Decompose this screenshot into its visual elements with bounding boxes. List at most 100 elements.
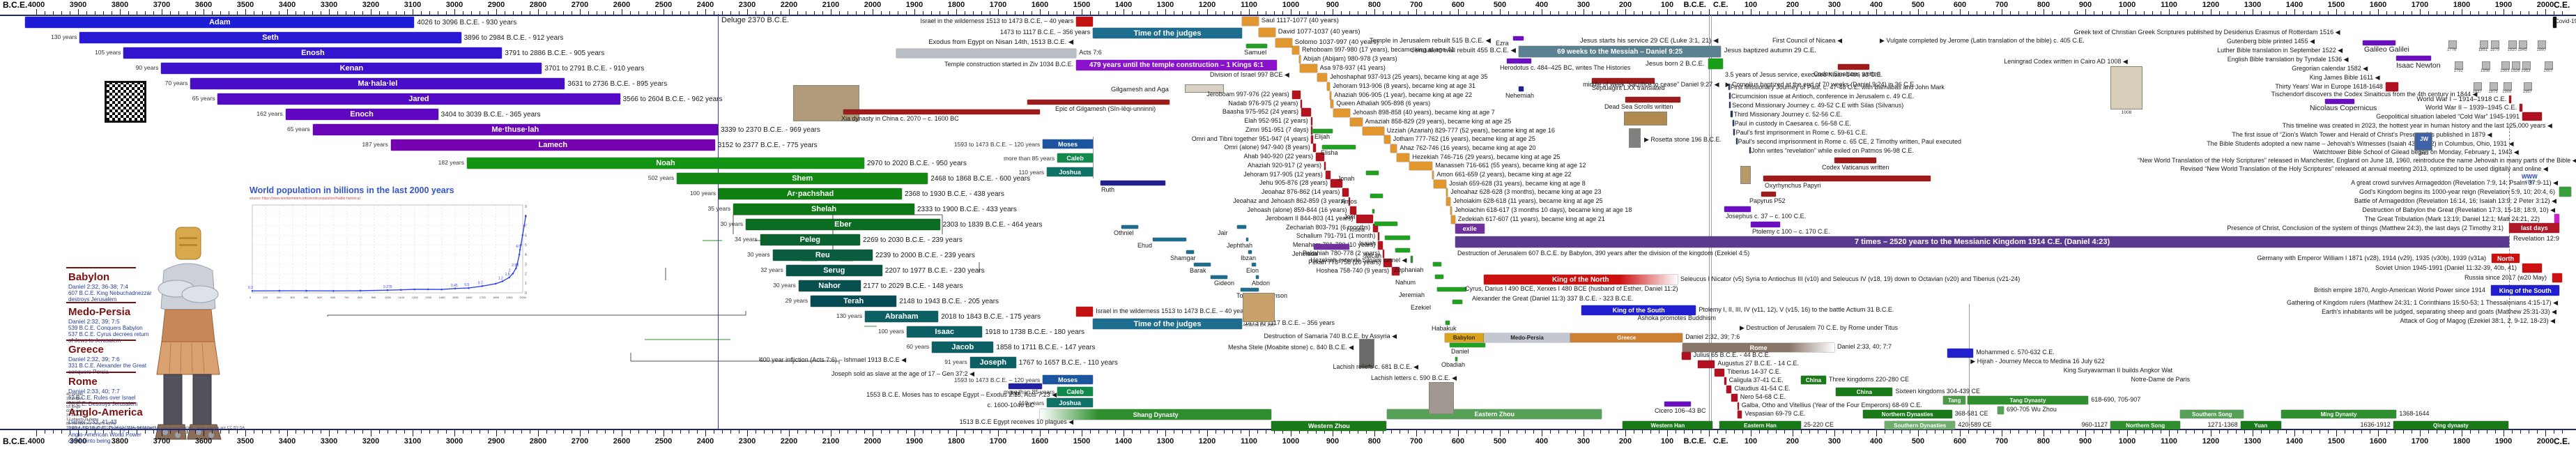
axis-tick — [2378, 9, 2379, 15]
axis-tick — [2420, 430, 2421, 436]
axis-label: 2000 — [2536, 437, 2554, 446]
southern-song: Southern Song — [2180, 410, 2244, 418]
axis-tick — [312, 11, 313, 15]
axis-tick — [1441, 11, 1442, 15]
lifebar-adam: Adam — [25, 17, 415, 28]
axis-label: 2100 — [822, 437, 840, 446]
emperor-caligula — [1724, 377, 1726, 385]
axis-tick — [1132, 11, 1133, 15]
prophet-nahum-bar — [1435, 275, 1443, 279]
invention-year: 1879 — [2490, 48, 2500, 52]
axis-tick — [1023, 11, 1024, 15]
judges-bar-top: Time of the judges — [1093, 28, 1242, 38]
thirty-years-war: Thirty Years' War in Europe 1618-1648 — [2275, 83, 2383, 90]
axis-tick — [2286, 11, 2287, 15]
axis-label: 1000 — [1282, 1, 1300, 9]
axis-tick — [1993, 11, 1994, 15]
ww2-bar — [2520, 104, 2522, 112]
axis-tick — [396, 11, 397, 15]
svg-text:1100: 1100 — [398, 296, 404, 299]
axis-tick — [1533, 11, 1534, 15]
papyrus-p52-bar — [1761, 192, 1776, 197]
judah-jotham-text: Jotham 777-762 (16 years), became king a… — [1393, 135, 1535, 142]
revelation-12-9: Revelation 12:9 — [2513, 235, 2560, 243]
herodotus-label: Herodotus c. 484–425 BC, writes The Hist… — [1500, 64, 1631, 71]
lifebar-enosh: Enosh — [123, 47, 503, 59]
king-saul-text: Saul 1117-1077 (40 years) — [1261, 17, 1339, 24]
prophet-zephaniah-bar — [1433, 262, 1441, 266]
ezra-bar — [1513, 36, 1524, 40]
axis-label: 1000 — [2118, 1, 2136, 9]
axis-tick — [103, 11, 104, 15]
svg-text:0.7: 0.7 — [478, 281, 483, 285]
axis-label: 100 — [1744, 1, 1758, 9]
world-power-divider — [66, 340, 136, 341]
lifebar-joshua-bottom: Joshua — [1047, 398, 1094, 407]
prophet-elijah-bar — [1312, 129, 1333, 133]
axis-label: 3700 — [153, 1, 171, 9]
svg-text:0.5: 0.5 — [464, 283, 469, 287]
wilderness-bar-top — [1076, 17, 1094, 26]
svg-text:1700: 1700 — [480, 296, 486, 299]
ming-dynasty-text: 1368-1644 — [2399, 409, 2430, 417]
wall-rebuilt-455: Jerusalem wall rebuilt 455 B.C.E. ◀ — [1411, 47, 1516, 54]
world-power-ref: Daniel 2:32, 39; 7:6 — [68, 356, 120, 363]
dead-sea-scrolls-label: Dead Sea Scrolls written — [1604, 103, 1673, 110]
wu-zhou-text: 690-705 Wu Zhou — [2007, 406, 2057, 413]
power-greece-text: Daniel 2:32, 39; 7:6 — [1685, 333, 1740, 340]
axis-label: 400 — [1869, 1, 1883, 9]
axis-tick — [730, 11, 731, 15]
axis-label: 1900 — [905, 437, 923, 446]
axis-tick — [1893, 11, 1894, 15]
israel-jeroboam2-text: Jeroboam II 844-803 (41 years) — [1265, 214, 1354, 222]
axis-tick — [856, 430, 857, 434]
axis-tick — [538, 430, 539, 436]
king-south-bar: King of the South — [1581, 305, 1696, 315]
world-power-note: 331 B.C.E. Alexander the Great — [68, 363, 147, 369]
tang-chip: Tang — [1943, 396, 1966, 404]
last-days-bar: last days — [2509, 223, 2560, 233]
invention-icon — [2474, 82, 2483, 91]
invention-icon — [2491, 40, 2500, 49]
hijrah: ▶ Hijrah - Journey Mecca to Medina 16 Ju… — [1970, 358, 2105, 365]
axis-tick — [630, 11, 631, 15]
invention-year: 1990 — [2536, 48, 2546, 52]
invention-icon — [2501, 61, 2510, 70]
king-south-bar-text: Ptolemy I, II, III, IV (v11, 12), V (v15… — [1699, 305, 1894, 313]
axis-tick — [262, 11, 263, 15]
axis-tick — [220, 430, 221, 434]
www-label: WWW — [2522, 174, 2538, 180]
legend-count: 19 prophets — [66, 401, 87, 405]
axis-tick — [973, 11, 974, 15]
prophet-habakuk-bar — [1446, 321, 1450, 325]
axis-tick — [956, 9, 957, 15]
axis-label: 2600 — [613, 1, 631, 9]
axis-tick — [237, 11, 238, 15]
russia-bar — [2552, 273, 2562, 282]
amarna-tablet-image-caption: Amarna EA 330 — [1243, 323, 1275, 328]
axis-label: 100 — [1660, 1, 1674, 9]
axis-label: 300 — [1577, 437, 1590, 446]
axis-label: 500 — [1911, 1, 1925, 9]
axis-tick — [2018, 11, 2019, 15]
israel-jeoahaz-text: Jeoahaz 876-862 (14 years) — [1261, 188, 1340, 195]
axis-label: 200 — [1786, 1, 1800, 9]
world-power-title: Medo-Persia — [68, 306, 131, 318]
judah-asa-text: Asa 978-937 (41 years) — [1319, 63, 1386, 71]
axis-label: 900 — [2078, 437, 2092, 446]
axis-tick — [454, 9, 455, 15]
ashoka: Ashoka promotes Buddhism — [1637, 314, 1716, 321]
axis-label: 800 — [1367, 1, 1381, 9]
axis-tick — [1667, 430, 1668, 436]
axis-tick — [86, 11, 87, 15]
axis-label: 500 — [1493, 1, 1507, 9]
deluge-label: Deluge 2370 B.C.E. — [721, 16, 790, 24]
axis-tick — [329, 9, 330, 15]
axis-tick — [1341, 11, 1342, 15]
axis-tick — [1600, 430, 1601, 434]
axis-tick — [1391, 430, 1392, 434]
svg-text:500: 500 — [317, 296, 322, 299]
svg-text:2.55: 2.55 — [512, 264, 519, 268]
axis-tick — [1642, 11, 1643, 15]
axis-tick — [2060, 430, 2061, 434]
